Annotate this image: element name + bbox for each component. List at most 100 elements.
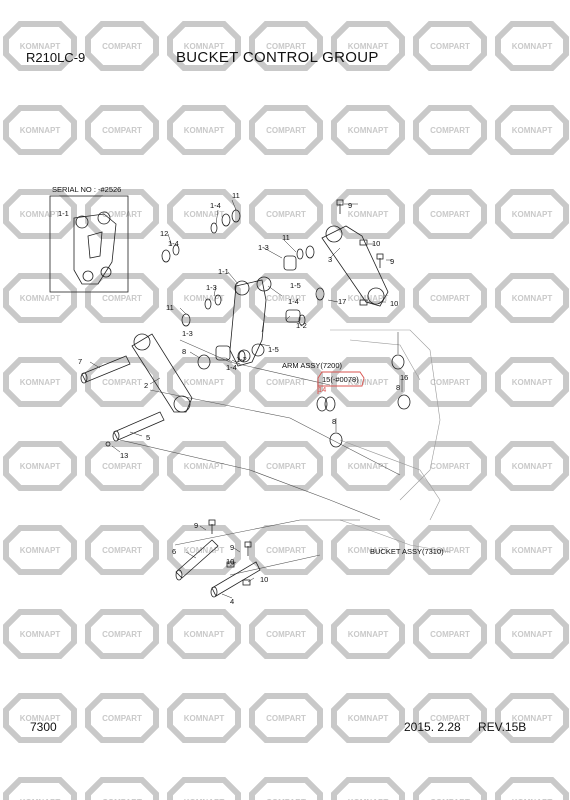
watermark-tile: COMPART <box>85 105 159 155</box>
serial-label: SERIAL NO : -#2526 <box>52 185 121 194</box>
svg-text:KOMNAPT: KOMNAPT <box>184 42 225 51</box>
callout-9: 9 <box>390 257 394 266</box>
callout-5: 5 <box>146 433 150 442</box>
svg-text:KOMNAPT: KOMNAPT <box>20 42 61 51</box>
inset-part-label: 1-1 <box>58 209 69 218</box>
callout-9: 9 <box>348 201 352 210</box>
watermark-tile: COMPART <box>85 189 159 239</box>
watermark-tile: COMPART <box>249 441 323 491</box>
watermark-tile: KOMNAPT <box>3 525 77 575</box>
svg-text:KOMNAPT: KOMNAPT <box>20 798 61 800</box>
svg-text:COMPART: COMPART <box>102 126 142 135</box>
pin-7 <box>80 355 131 384</box>
callout-15-highlighted[interactable]: 15(-#0078) <box>322 375 359 384</box>
svg-text:KOMNAPT: KOMNAPT <box>184 798 225 800</box>
callout-14[interactable]: 14 <box>318 385 326 394</box>
watermark-tile: KOMNAPT <box>167 777 241 800</box>
watermark-tile: KOMNAPT <box>331 609 405 659</box>
svg-text:KOMNAPT: KOMNAPT <box>348 126 389 135</box>
watermark-tile: COMPART <box>85 273 159 323</box>
svg-text:COMPART: COMPART <box>266 126 306 135</box>
svg-text:COMPART: COMPART <box>266 210 306 219</box>
watermark-tile: KOMNAPT <box>3 609 77 659</box>
bushings-and-seals <box>161 209 411 448</box>
watermark-tile: KOMNAPT <box>167 525 241 575</box>
callout-8: 8 <box>396 383 400 392</box>
watermark-tile: COMPART <box>413 21 487 71</box>
watermark-tile: KOMNAPT <box>331 777 405 800</box>
svg-text:KOMNAPT: KOMNAPT <box>348 714 389 723</box>
svg-text:KOMNAPT: KOMNAPT <box>184 630 225 639</box>
svg-text:KOMNAPT: KOMNAPT <box>512 462 553 471</box>
page-title: BUCKET CONTROL GROUP <box>176 49 379 66</box>
svg-text:COMPART: COMPART <box>430 630 470 639</box>
watermark-tile: KOMNAPT <box>495 609 569 659</box>
svg-text:KOMNAPT: KOMNAPT <box>512 798 553 800</box>
watermark-tile: KOMNAPT <box>167 21 241 71</box>
svg-text:KOMNAPT: KOMNAPT <box>512 42 553 51</box>
svg-text:KOMNAPT: KOMNAPT <box>512 630 553 639</box>
watermark-tile: KOMNAPT <box>331 525 405 575</box>
leader-lines <box>89 199 403 599</box>
svg-text:KOMNAPT: KOMNAPT <box>184 294 225 303</box>
callout-1-3: 1-3 <box>258 243 269 252</box>
callout-1-4: 1-4 <box>226 363 237 372</box>
arm-assembly-outline <box>330 329 451 553</box>
link-2-drawing <box>131 333 193 413</box>
svg-text:KOMNAPT: KOMNAPT <box>348 462 389 471</box>
watermark-tile: KOMNAPT <box>495 189 569 239</box>
svg-text:KOMNAPT: KOMNAPT <box>20 714 61 723</box>
watermark-tile: KOMNAPT <box>331 693 405 743</box>
callout-12: 12 <box>160 229 168 238</box>
link-1-1-drawing <box>229 276 272 367</box>
callout-4: 4 <box>230 597 234 606</box>
svg-text:KOMNAPT: KOMNAPT <box>348 42 389 51</box>
watermark-tile: KOMNAPT <box>495 273 569 323</box>
watermark-tile: COMPART <box>249 273 323 323</box>
watermark-tile: KOMNAPT <box>495 21 569 71</box>
watermark-tile: KOMNAPT <box>3 105 77 155</box>
svg-text:KOMNAPT: KOMNAPT <box>20 630 61 639</box>
watermark-tile: COMPART <box>413 105 487 155</box>
assembly-reference-lines <box>119 339 401 576</box>
pin-6 <box>175 539 219 581</box>
svg-text:KOMNAPT: KOMNAPT <box>512 546 553 555</box>
watermark-tile: COMPART <box>249 357 323 407</box>
callout-8: 8 <box>182 347 186 356</box>
svg-text:KOMNAPT: KOMNAPT <box>512 294 553 303</box>
callout-11: 11 <box>282 233 290 242</box>
link-3-drawing <box>321 225 389 307</box>
watermark-tile: COMPART <box>85 693 159 743</box>
callout-17: 17 <box>338 297 346 306</box>
svg-text:COMPART: COMPART <box>266 378 306 387</box>
watermark-tile: KOMNAPT <box>167 189 241 239</box>
svg-text:COMPART: COMPART <box>430 210 470 219</box>
svg-text:KOMNAPT: KOMNAPT <box>20 462 61 471</box>
watermark-tile: KOMNAPT <box>331 105 405 155</box>
svg-text:KOMNAPT: KOMNAPT <box>512 126 553 135</box>
revision-date: 2015. 2.28 <box>404 720 461 734</box>
watermark-tile: COMPART <box>249 609 323 659</box>
callout-10: 10 <box>390 299 398 308</box>
svg-text:COMPART: COMPART <box>266 546 306 555</box>
callout-1-4: 1-4 <box>210 201 221 210</box>
watermark-tile: KOMNAPT <box>495 441 569 491</box>
callout-1-2: 1-2 <box>296 321 307 330</box>
bolts <box>105 199 384 586</box>
callout-1-2: 1-2 <box>236 355 247 364</box>
callout-1-4: 1-4 <box>168 239 179 248</box>
watermark-tile: KOMNAPT <box>495 525 569 575</box>
svg-text:KOMNAPT: KOMNAPT <box>184 462 225 471</box>
watermark-tile: KOMNAPT <box>495 105 569 155</box>
svg-text:COMPART: COMPART <box>102 294 142 303</box>
callout-1-4: 1-4 <box>288 297 299 306</box>
svg-text:KOMNAPT: KOMNAPT <box>20 546 61 555</box>
svg-text:KOMNAPT: KOMNAPT <box>348 630 389 639</box>
watermark-tile: COMPART <box>249 21 323 71</box>
model-code: R210LC-9 <box>26 50 86 65</box>
callout-8: 8 <box>332 417 336 426</box>
svg-text:KOMNAPT: KOMNAPT <box>184 210 225 219</box>
svg-text:COMPART: COMPART <box>430 42 470 51</box>
svg-text:KOMNAPT: KOMNAPT <box>512 378 553 387</box>
